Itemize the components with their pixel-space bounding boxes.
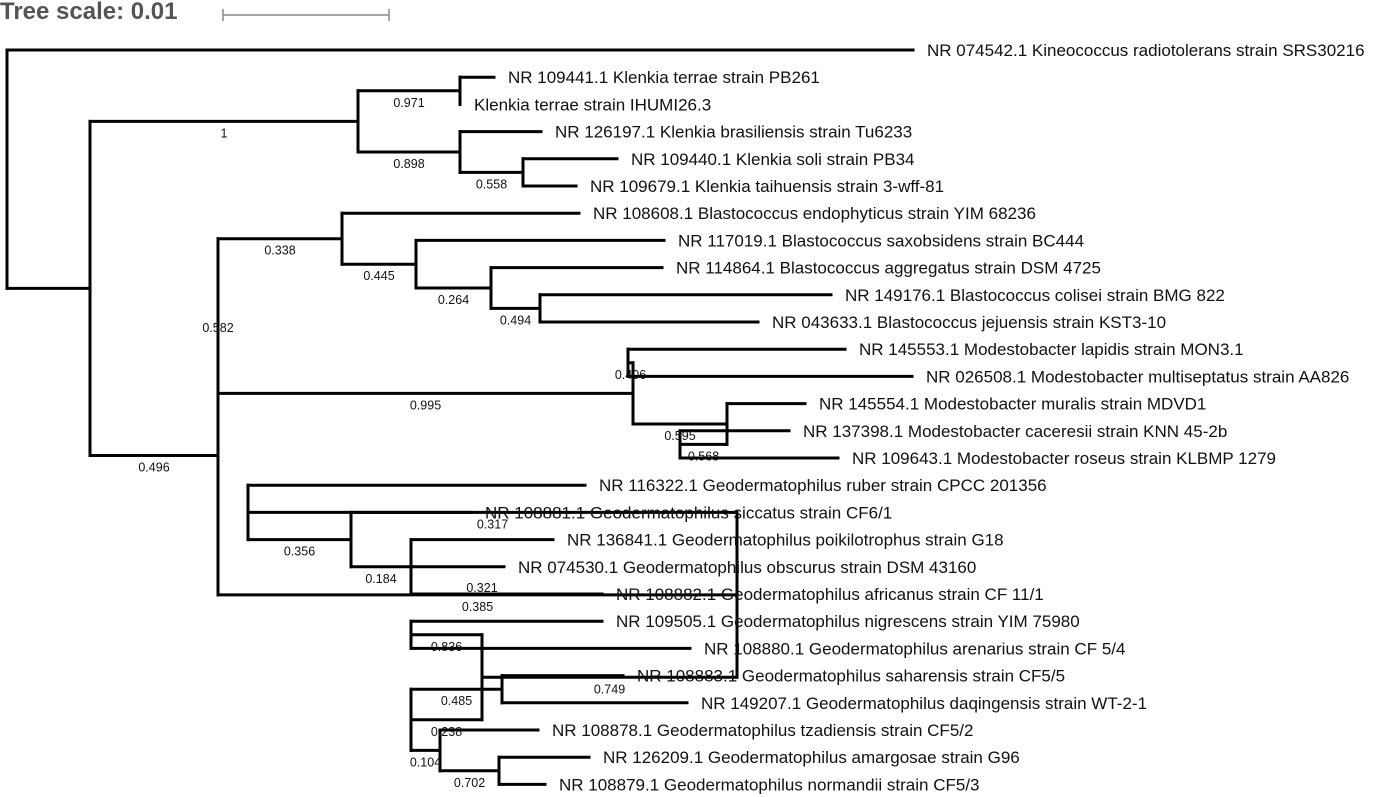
taxon-label: NR 109643.1 Modestobacter roseus strain … — [852, 449, 1276, 468]
support-value: 0.995 — [410, 398, 441, 412]
support-value: 0.321 — [466, 581, 497, 595]
support-value: 0.445 — [363, 269, 394, 283]
taxon-label: NR 114864.1 Blastococcus aggregatus stra… — [676, 259, 1101, 278]
taxon-label: NR 145554.1 Modestobacter muralis strain… — [819, 395, 1206, 414]
taxon-label: NR 126197.1 Klenkia brasiliensis strain … — [555, 123, 912, 142]
support-value: 0.836 — [431, 640, 462, 654]
taxon-label: NR 109505.1 Geodermatophilus nigrescens … — [616, 612, 1080, 631]
support-value: 0.238 — [431, 725, 462, 739]
taxon-label: NR 149176.1 Blastococcus colisei strain … — [845, 286, 1225, 305]
support-value: 0.749 — [594, 682, 625, 696]
support-value: 0.184 — [365, 572, 396, 586]
taxon-label: NR 109441.1 Klenkia terrae strain PB261 — [508, 68, 820, 87]
taxon-label: NR 074542.1 Kineococcus radiotolerans st… — [927, 41, 1365, 60]
support-value: 0.338 — [264, 244, 295, 258]
taxon-label: NR 108878.1 Geodermatophilus tzadiensis … — [552, 721, 973, 740]
tree-leaf-labels: NR 074542.1 Kineococcus radiotolerans st… — [474, 41, 1365, 794]
taxon-label: NR 116322.1 Geodermatophilus ruber strai… — [599, 476, 1047, 495]
support-value: 0.558 — [476, 177, 507, 191]
support-value: 0.104 — [410, 755, 441, 769]
support-value: 0.898 — [393, 157, 424, 171]
support-value: 0.356 — [284, 545, 315, 559]
taxon-label: NR 043633.1 Blastococcus jejuensis strai… — [772, 313, 1166, 332]
taxon-label: NR 109440.1 Klenkia soli strain PB34 — [631, 150, 915, 169]
taxon-label: NR 126209.1 Geodermatophilus amargosae s… — [603, 748, 1020, 767]
taxon-label: NR 108879.1 Geodermatophilus normandii s… — [559, 775, 980, 794]
support-value: 0.406 — [615, 368, 646, 382]
support-value: 0.485 — [441, 694, 472, 708]
tree-scale-label: Tree scale: 0.01 — [0, 0, 178, 25]
taxon-label: NR 108608.1 Blastococcus endophyticus st… — [593, 204, 1036, 223]
support-value: 0.568 — [688, 449, 719, 463]
support-value: 0.496 — [138, 460, 169, 474]
taxon-label: NR 136841.1 Geodermatophilus poikilotrop… — [567, 531, 1004, 550]
support-value: 0.971 — [393, 96, 424, 110]
support-value: 1 — [221, 126, 228, 140]
tree-support-labels: 1 0.971 0.898 0.558 0.496 0.582 0.338 0.445 0.26… — [138, 96, 719, 790]
taxon-label: NR 137398.1 Modestobacter caceresii stra… — [803, 422, 1227, 441]
taxon-label: NR 108881.1 Geodermatophilus siccatus st… — [485, 503, 892, 522]
support-value: 0.494 — [500, 313, 531, 327]
taxon-label: NR 074530.1 Geodermatophilus obscurus st… — [518, 558, 976, 577]
taxon-label: NR 149207.1 Geodermatophilus daqingensis… — [701, 694, 1147, 713]
taxon-label: NR 108880.1 Geodermatophilus arenarius s… — [704, 639, 1125, 658]
taxon-label: NR 026508.1 Modestobacter multiseptatus … — [926, 367, 1349, 386]
support-value: 0.264 — [438, 293, 469, 307]
support-value: 0.385 — [462, 600, 493, 614]
support-value: 0.595 — [664, 429, 695, 443]
support-value: 0.317 — [477, 517, 508, 531]
taxon-label: NR 117019.1 Blastococcus saxobsidens str… — [678, 231, 1084, 250]
taxon-label: NR 109679.1 Klenkia taihuensis strain 3-… — [590, 177, 944, 196]
tree-branches — [5, 48, 915, 786]
taxon-label: NR 108882.1 Geodermatophilus africanus s… — [616, 585, 1044, 604]
taxon-label: NR 145553.1 Modestobacter lapidis strain… — [859, 340, 1244, 359]
taxon-label: NR 108883.1 Geodermatophilus saharensis … — [637, 667, 1065, 686]
support-value: 0.582 — [202, 321, 233, 335]
taxon-label: Klenkia terrae strain IHUMI26.3 — [474, 95, 711, 114]
support-value: 0.702 — [454, 776, 485, 790]
